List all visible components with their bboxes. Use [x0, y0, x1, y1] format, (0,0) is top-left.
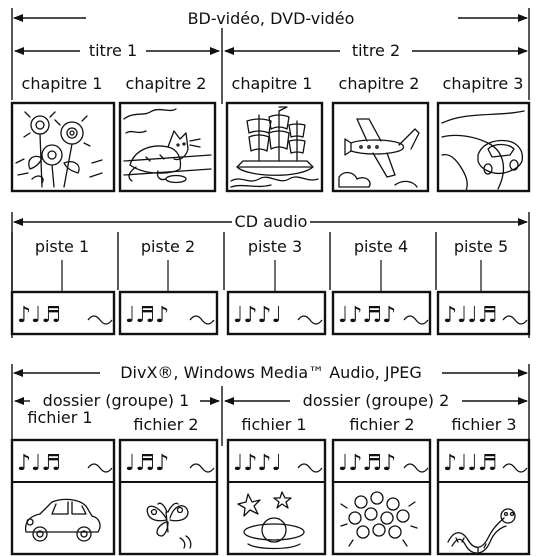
item-label: fichier 1	[241, 415, 306, 434]
item-label: piste 1	[35, 237, 89, 256]
item-label: chapitre 2	[339, 74, 420, 93]
item-label: fichier 3	[451, 415, 516, 434]
music-notes: ♩♪♬♪	[338, 451, 396, 476]
chapter-box	[12, 103, 114, 191]
item-label: chapitre 2	[126, 74, 207, 93]
item-label: fichier 1	[27, 408, 92, 427]
chapter-box	[333, 103, 428, 191]
group-label-1: titre 1	[89, 41, 137, 60]
group-label-2: titre 2	[352, 41, 400, 60]
music-notes: ♩♬♪	[125, 303, 169, 328]
music-notes: ♪♩♩♬	[443, 451, 498, 476]
music-notes: ♪♩♬	[17, 451, 61, 476]
music-notes: ♪♩♬	[17, 303, 61, 328]
section-title: BD-vidéo, DVD-vidéo	[188, 9, 355, 28]
section-title: CD audio	[235, 212, 308, 231]
item-label: fichier 2	[349, 415, 414, 434]
group-label-2: dossier (groupe) 2	[303, 391, 450, 410]
section-divx-wma-jpeg: DivX®, Windows Media™ Audio, JPEG dossie…	[12, 363, 529, 554]
music-notes: ♩♪♪♩	[233, 451, 282, 476]
item-label: piste 5	[454, 237, 508, 256]
section-title: DivX®, Windows Media™ Audio, JPEG	[120, 363, 422, 382]
music-notes: ♩♪♬♪	[338, 303, 396, 328]
item-label: piste 4	[354, 237, 408, 256]
item-label: chapitre 3	[443, 74, 524, 93]
item-label: fichier 2	[133, 415, 198, 434]
section-cd-audio: CD audio piste 1 piste 2 piste 3 piste 4…	[12, 212, 529, 338]
section-bd-dvd: BD-vidéo, DVD-vidéo titre 1 titre 2 chap…	[12, 8, 529, 191]
item-label: piste 2	[141, 237, 195, 256]
item-label: chapitre 1	[22, 74, 103, 93]
item-label: chapitre 1	[232, 74, 313, 93]
item-label: piste 3	[248, 237, 302, 256]
music-notes: ♪♩♩♬	[443, 303, 498, 328]
music-notes: ♩♬♪	[125, 451, 169, 476]
music-notes: ♩♪♪♩	[233, 303, 282, 328]
